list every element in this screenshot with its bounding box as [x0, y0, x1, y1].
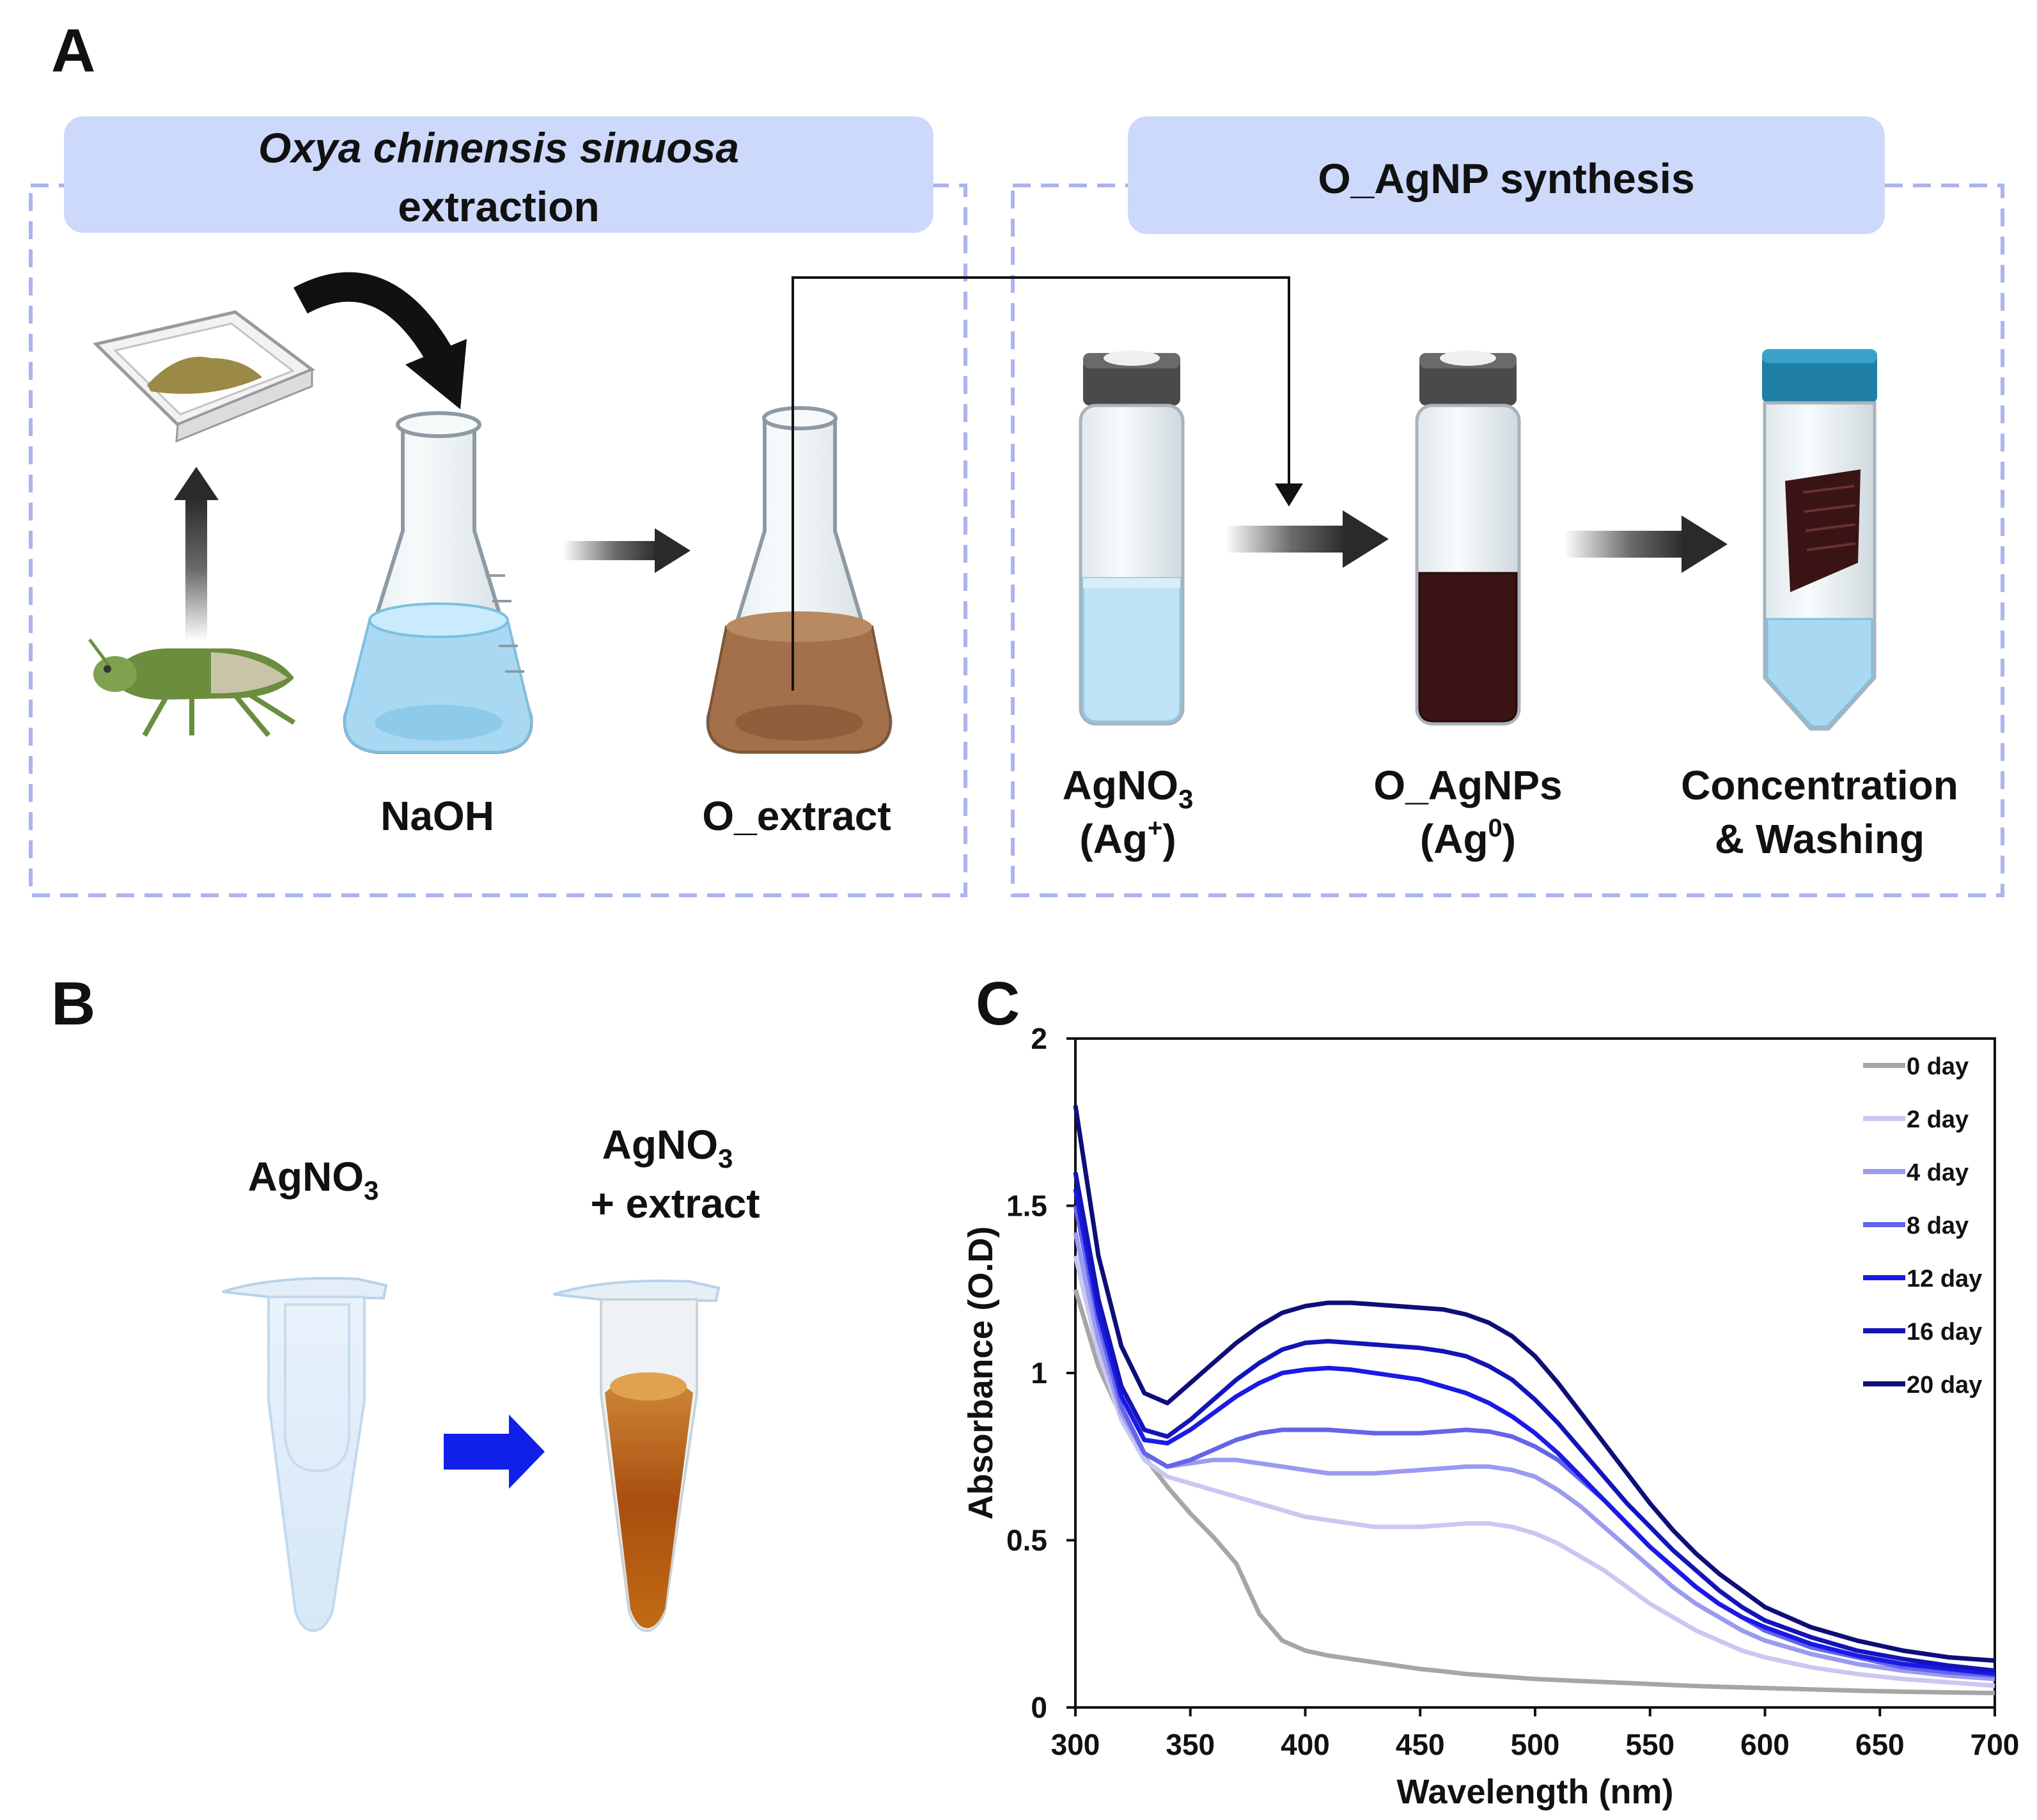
x-tick-label: 500 [1511, 1728, 1560, 1761]
naoh-label: NaOH [380, 793, 494, 839]
agplus-sup: + [1148, 814, 1162, 842]
series-line-0-day [1073, 1289, 1995, 1695]
ag0-label: (Ag0) [1420, 814, 1516, 862]
x-tick-label: 450 [1396, 1728, 1445, 1761]
tube-right-sub: 3 [718, 1143, 733, 1173]
plot-frame [1074, 1037, 1996, 1709]
y-tick-label: 0.5 [1006, 1524, 1047, 1557]
y-tick-label: 1.5 [1006, 1189, 1047, 1223]
up-arrow-icon [174, 467, 219, 641]
agno3-label: AgNO3 [1063, 762, 1194, 814]
tube-right-label-line1: AgNO3 [602, 1122, 733, 1173]
process-arrow-3-icon [1564, 515, 1728, 573]
legend-label: 8 day [1907, 1212, 1969, 1239]
extraction-header-rest: extraction [398, 183, 599, 230]
connector-line [792, 276, 1290, 691]
panel-label-c: C [976, 969, 1020, 1038]
extract-label: O_extract [702, 793, 891, 839]
concentration-line2: & Washing [1715, 816, 1924, 862]
panel-label-b: B [51, 969, 95, 1038]
synthesis-header-box [1128, 116, 1885, 234]
panel-label-a: A [51, 17, 95, 85]
process-arrow-2-icon [1225, 510, 1389, 568]
agplus-close: ) [1162, 816, 1176, 862]
tube-left-sub: 3 [364, 1175, 379, 1205]
curved-arrow-icon [293, 272, 467, 409]
x-tick-label: 700 [1971, 1728, 2020, 1761]
extraction-header-box [64, 116, 933, 233]
vial-oagnps-icon [1415, 350, 1521, 726]
y-tick-label: 1 [1031, 1356, 1047, 1390]
x-tick-label: 300 [1051, 1728, 1100, 1761]
conical-tube-icon [1762, 349, 1877, 731]
legend-label: 16 day [1907, 1319, 1982, 1345]
legend-label: 4 day [1907, 1159, 1969, 1186]
x-tick-label: 650 [1855, 1728, 1905, 1761]
y-tick-label: 0 [1031, 1691, 1047, 1724]
series-line-20-day [1073, 1105, 1995, 1663]
tube-left-main: AgNO [248, 1154, 364, 1200]
tube-right-main: AgNO [602, 1122, 718, 1168]
microtube-clear-icon [222, 1276, 388, 1633]
synthesis-header: O_AgNP synthesis [1318, 155, 1694, 202]
legend-label: 2 day [1907, 1106, 1969, 1133]
ag0-sup: 0 [1488, 814, 1502, 842]
tray-powder-icon [92, 310, 316, 443]
x-axis-label: Wavelength (nm) [1396, 1773, 1673, 1811]
x-tick-label: 550 [1625, 1728, 1674, 1761]
series-line-8-day [1073, 1205, 1995, 1678]
agplus-label: (Ag+) [1079, 814, 1176, 862]
grasshopper-icon [88, 638, 296, 737]
agplus-main: (Ag [1079, 816, 1148, 862]
series-line-2-day [1073, 1255, 1995, 1688]
ag0-close: ) [1502, 816, 1516, 862]
oagnps-label: O_AgNPs [1373, 762, 1562, 808]
y-axis-label: Absorbance (O.D) [962, 1226, 1000, 1519]
x-tick-label: 350 [1166, 1728, 1215, 1761]
blue-arrow-icon [444, 1415, 545, 1489]
connector-arrowhead-icon [1275, 483, 1303, 506]
concentration-line1: Concentration [1681, 762, 1958, 808]
y-tick-label: 2 [1031, 1022, 1047, 1055]
spectra-chart: 0 0.5 1 1.5 2 300 350 400 450 500 550 600 650 700 0 … [962, 1022, 2019, 1811]
tube-left-label: AgNO3 [248, 1154, 379, 1205]
tube-right-label-line2: + extract [590, 1181, 760, 1227]
vial-agno3-icon [1079, 350, 1185, 726]
x-tick-label: 600 [1740, 1728, 1790, 1761]
microtube-orange-icon [553, 1279, 721, 1633]
agno3-main: AgNO [1063, 762, 1178, 808]
erlenmeyer-flask-naoh-icon [343, 411, 533, 754]
agno3-sub: 3 [1178, 784, 1193, 814]
series-line-4-day [1073, 1232, 1995, 1681]
series-line-16-day [1073, 1172, 1995, 1673]
extraction-header-italic: Oxya chinensis sinuosa [258, 124, 739, 171]
process-arrow-1-icon [563, 528, 691, 573]
legend-label: 20 day [1907, 1372, 1982, 1399]
erlenmeyer-flask-extract-icon [706, 406, 893, 754]
x-tick-label: 400 [1281, 1728, 1330, 1761]
legend-label: 0 day [1907, 1053, 1969, 1080]
series-line-12-day [1073, 1188, 1995, 1677]
legend-label: 12 day [1907, 1266, 1982, 1292]
ag0-main: (Ag [1420, 816, 1488, 862]
